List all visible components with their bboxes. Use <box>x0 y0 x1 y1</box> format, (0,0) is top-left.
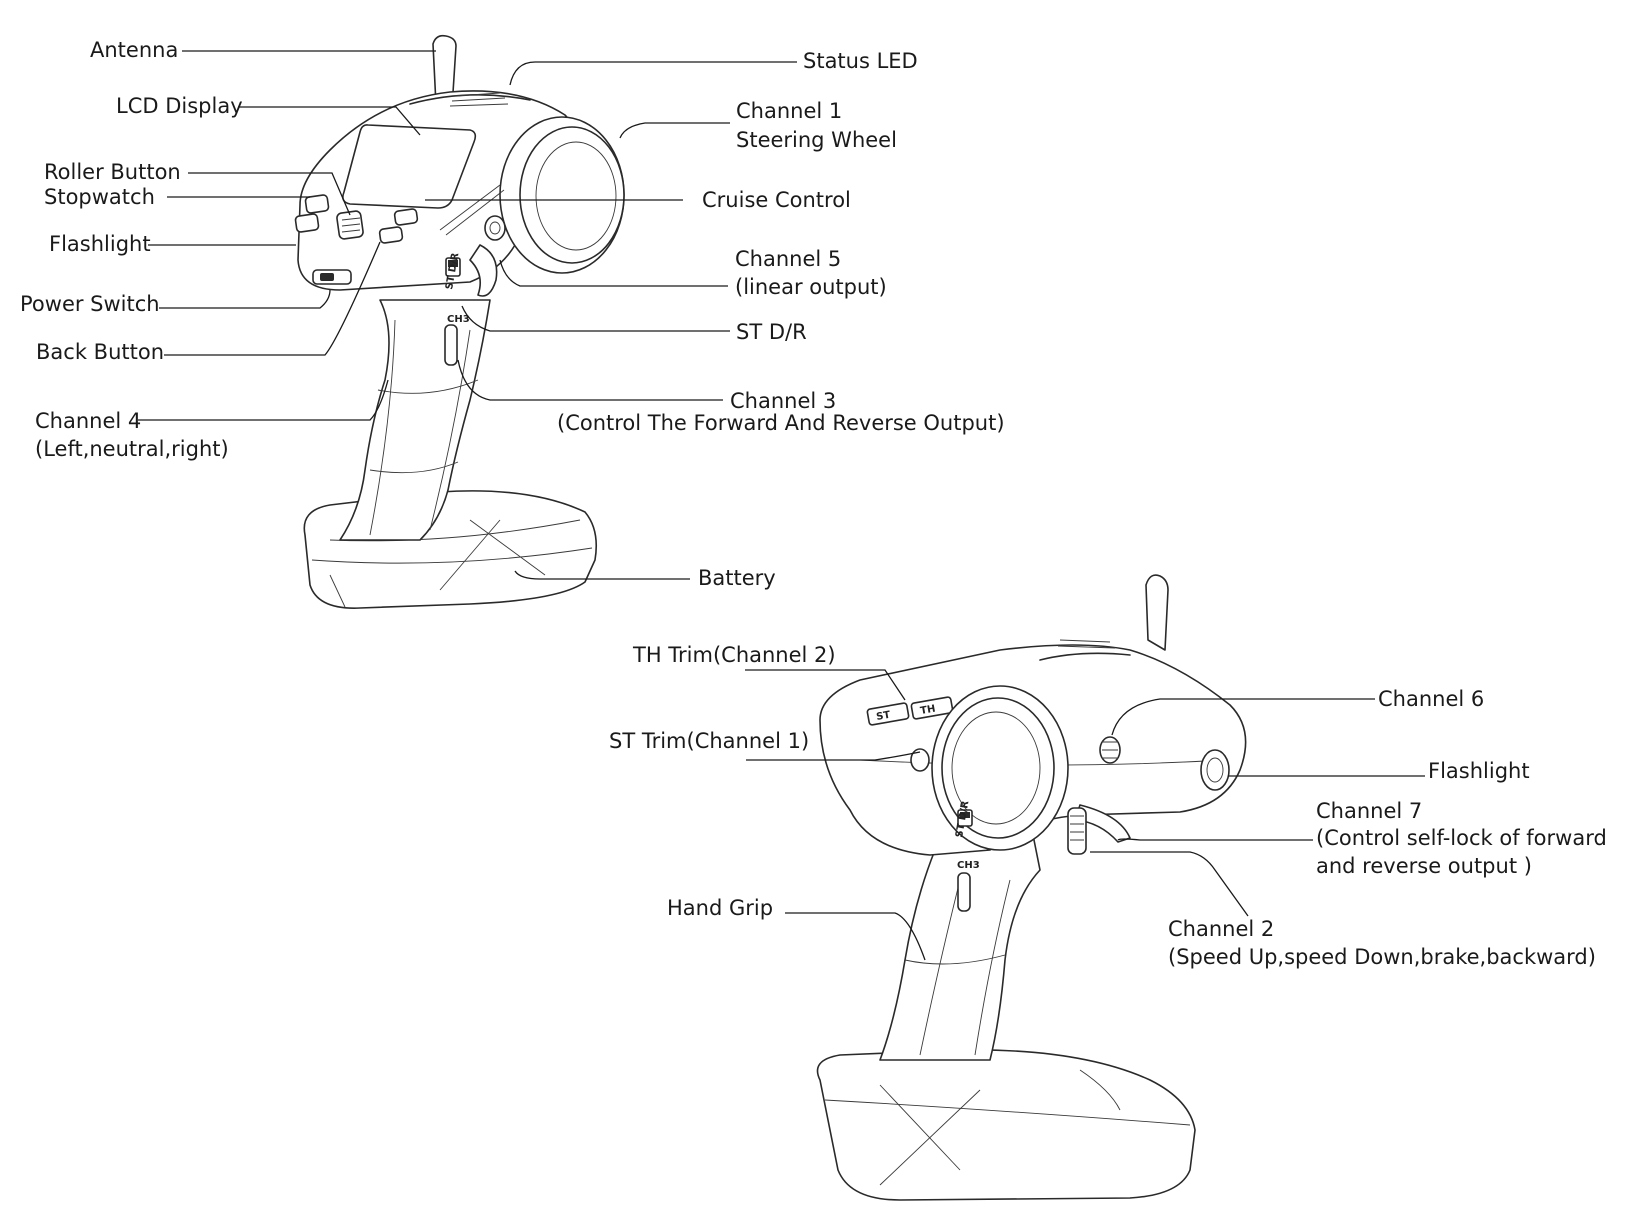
label-flashlight-top: Flashlight <box>49 232 151 256</box>
label-st-dr: ST D/R <box>736 320 807 344</box>
label-th-trim: TH Trim(Channel 2) <box>632 643 836 667</box>
cruise-button <box>393 208 419 226</box>
label-st-trim: ST Trim(Channel 1) <box>609 729 809 753</box>
flashlight-lens <box>1200 749 1230 791</box>
label-channel1-line2: Steering Wheel <box>736 128 897 152</box>
label-lcd-display: LCD Display <box>116 94 243 118</box>
label-channel3-line1: Channel 3 <box>730 389 836 413</box>
label-flashlight-side: Flashlight <box>1428 759 1530 783</box>
leader-lines <box>138 50 1425 961</box>
ch3-switch-side <box>957 872 971 912</box>
body-mark-ch3-side: CH3 <box>957 860 980 871</box>
label-channel2-line2: (Speed Up,speed Down,brake,backward) <box>1168 945 1596 969</box>
label-stopwatch: Stopwatch <box>44 185 155 209</box>
label-power-switch: Power Switch <box>20 292 160 316</box>
label-channel6: Channel 6 <box>1378 687 1484 711</box>
hand-grip-side <box>879 819 1041 1061</box>
transmitter-side-view: ST TH ST D/R CH3 <box>816 574 1247 1201</box>
label-channel4-line2: (Left,neutral,right) <box>35 437 229 461</box>
label-status-led: Status LED <box>803 49 918 73</box>
channel5-knob <box>484 215 506 241</box>
label-channel4-line1: Channel 4 <box>35 409 141 433</box>
label-hand-grip: Hand Grip <box>667 896 773 920</box>
label-channel7-line3: and reverse output ) <box>1316 854 1532 878</box>
label-channel1-line1: Channel 1 <box>736 99 842 123</box>
label-channel2-line1: Channel 2 <box>1168 917 1274 941</box>
label-channel3-line2: (Control The Forward And Reverse Output) <box>557 411 1005 435</box>
label-back-button: Back Button <box>36 340 164 364</box>
lcd-screen <box>342 124 477 209</box>
labels: Antenna Status LED LCD Display Channel 1… <box>20 38 1607 969</box>
label-battery: Battery <box>698 566 776 590</box>
label-antenna: Antenna <box>90 38 178 62</box>
label-channel7-line1: Channel 7 <box>1316 799 1422 823</box>
label-channel5-line2: (linear output) <box>735 275 887 299</box>
channel7-wheel <box>1067 807 1087 855</box>
label-roller-button: Roller Button <box>44 160 181 184</box>
battery-base <box>303 490 598 609</box>
label-channel7-line2: (Control self-lock of forward <box>1316 826 1607 850</box>
body-mark-th-trim: TH <box>919 704 936 717</box>
flashlight-button <box>294 213 320 233</box>
ch3-switch <box>444 324 458 366</box>
battery-base-side <box>816 1049 1196 1201</box>
transmitter-front-view: ST D/R CH3 <box>294 34 625 609</box>
body-mark-st-trim: ST <box>875 710 891 723</box>
label-cruise-control: Cruise Control <box>702 188 851 212</box>
label-channel5-line1: Channel 5 <box>735 247 841 271</box>
body-mark-ch3-top: CH3 <box>447 314 470 325</box>
stopwatch-button <box>304 194 330 214</box>
back-button <box>378 226 404 244</box>
th-trim-button <box>910 696 954 720</box>
antenna-shape <box>432 34 457 109</box>
st-trim-button <box>866 702 910 726</box>
antenna-shape-side <box>1145 574 1169 651</box>
throttle-trigger <box>469 244 498 297</box>
